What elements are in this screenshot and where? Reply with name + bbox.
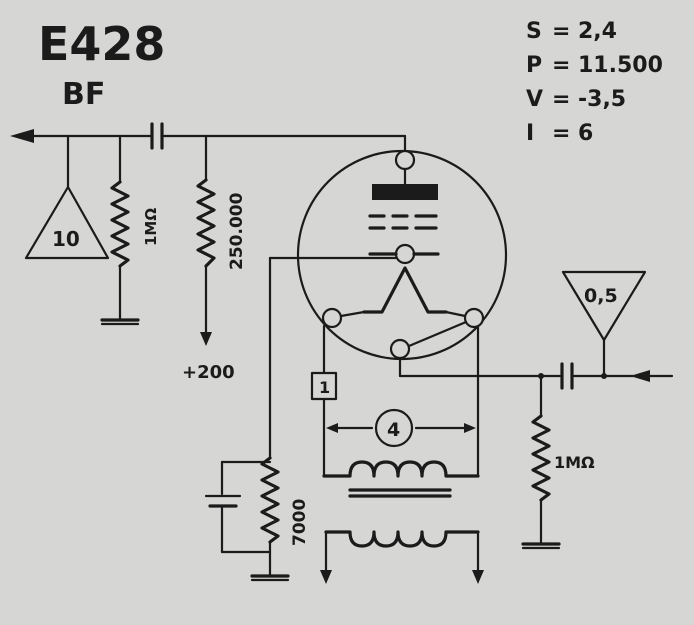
heater-arrow-right-icon <box>464 423 476 433</box>
transformer-secondary-icon <box>324 530 480 548</box>
anode-plate-icon <box>372 184 438 200</box>
input-line <box>398 356 674 390</box>
cathode-resistor-label: 7000 <box>290 499 310 546</box>
anode-pin-icon <box>394 149 416 171</box>
param-v-separator: = <box>552 87 570 112</box>
cathode-resistor: 7000 <box>204 456 310 582</box>
output-gain-triangle: 10 <box>24 134 110 260</box>
output-arrow-icon <box>10 129 34 143</box>
input-gain-label: 0,5 <box>584 285 618 307</box>
param-v-value: -3,5 <box>578 87 626 112</box>
param-p-separator: = <box>552 53 570 78</box>
grid-resistor-left: 1MΩ <box>100 134 160 326</box>
param-v-symbol: V <box>526 87 543 112</box>
heater-voltage-circle <box>374 408 414 448</box>
supply-voltage-label: +200 <box>182 362 235 383</box>
transformer-primary-icon <box>322 460 480 478</box>
param-i-separator: = <box>552 121 570 146</box>
filament-pin-right-icon <box>463 307 485 329</box>
plate-resistor: 250.000 +200 <box>182 134 247 383</box>
output-line <box>10 122 407 155</box>
grid-resistor-right-label: 1MΩ <box>554 453 595 472</box>
param-i-value: 6 <box>578 121 593 146</box>
grid-lead <box>268 256 398 460</box>
param-i-symbol: I <box>526 121 534 146</box>
tube-function-label: BF <box>62 77 105 112</box>
plate-resistor-label: 250.000 <box>227 192 247 270</box>
grid-resistor-left-label: 1MΩ <box>142 208 160 246</box>
heater-box-label: 1 <box>319 378 330 397</box>
filament-pin-left-icon <box>321 307 343 329</box>
supply-arrow-icon <box>200 332 212 346</box>
cathode-pin-icon <box>389 338 411 360</box>
heater-circuit: 1 4 <box>310 324 484 584</box>
grid-pin-icon <box>394 243 416 265</box>
grid-resistor-right: 1MΩ <box>521 374 595 550</box>
param-s-symbol: S <box>526 19 542 44</box>
input-arrow-icon <box>630 370 650 382</box>
param-p-symbol: P <box>526 53 542 78</box>
tube-envelope <box>296 149 508 361</box>
output-gain-label: 10 <box>52 227 80 251</box>
param-p-value: 11.500 <box>578 53 663 78</box>
filament-icon <box>362 266 448 314</box>
mains-arrow-left-icon <box>320 570 332 584</box>
tube-type-label: E428 <box>38 17 165 71</box>
input-gain-triangle: 0,5 <box>561 270 647 378</box>
param-s-value: 2,4 <box>578 19 617 44</box>
mains-arrow-right-icon <box>472 570 484 584</box>
heater-voltage-label: 4 <box>387 419 400 441</box>
param-s-separator: = <box>552 19 570 44</box>
parameter-table: S = 2,4 P = 11.500 V = -3,5 I = 6 <box>526 19 663 146</box>
heater-arrow-left-icon <box>326 423 338 433</box>
